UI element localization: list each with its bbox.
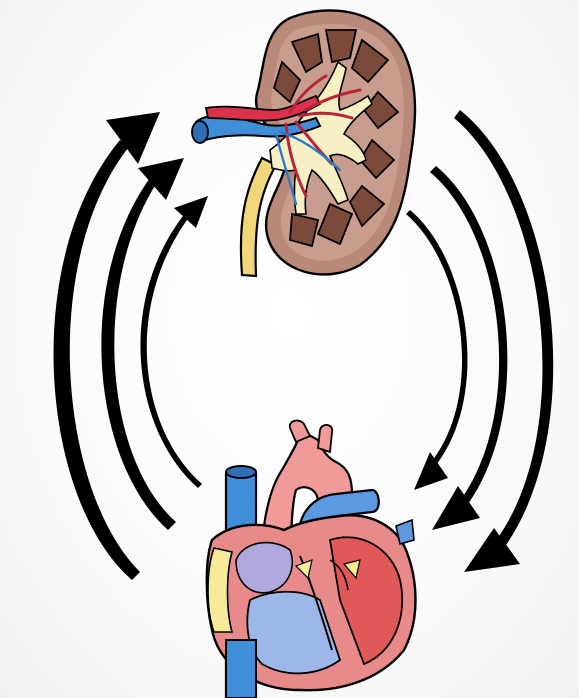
kidney-icon bbox=[192, 10, 415, 276]
arrow-right-middle bbox=[430, 166, 507, 512]
left-arrows bbox=[54, 112, 208, 580]
arrow-left-inner bbox=[140, 212, 202, 488]
arrow-right-inner bbox=[406, 210, 467, 470]
heart-icon bbox=[207, 421, 416, 698]
arrow-left-outer bbox=[54, 140, 140, 580]
arrow-left-middle bbox=[101, 178, 176, 530]
right-arrows bbox=[406, 110, 553, 572]
